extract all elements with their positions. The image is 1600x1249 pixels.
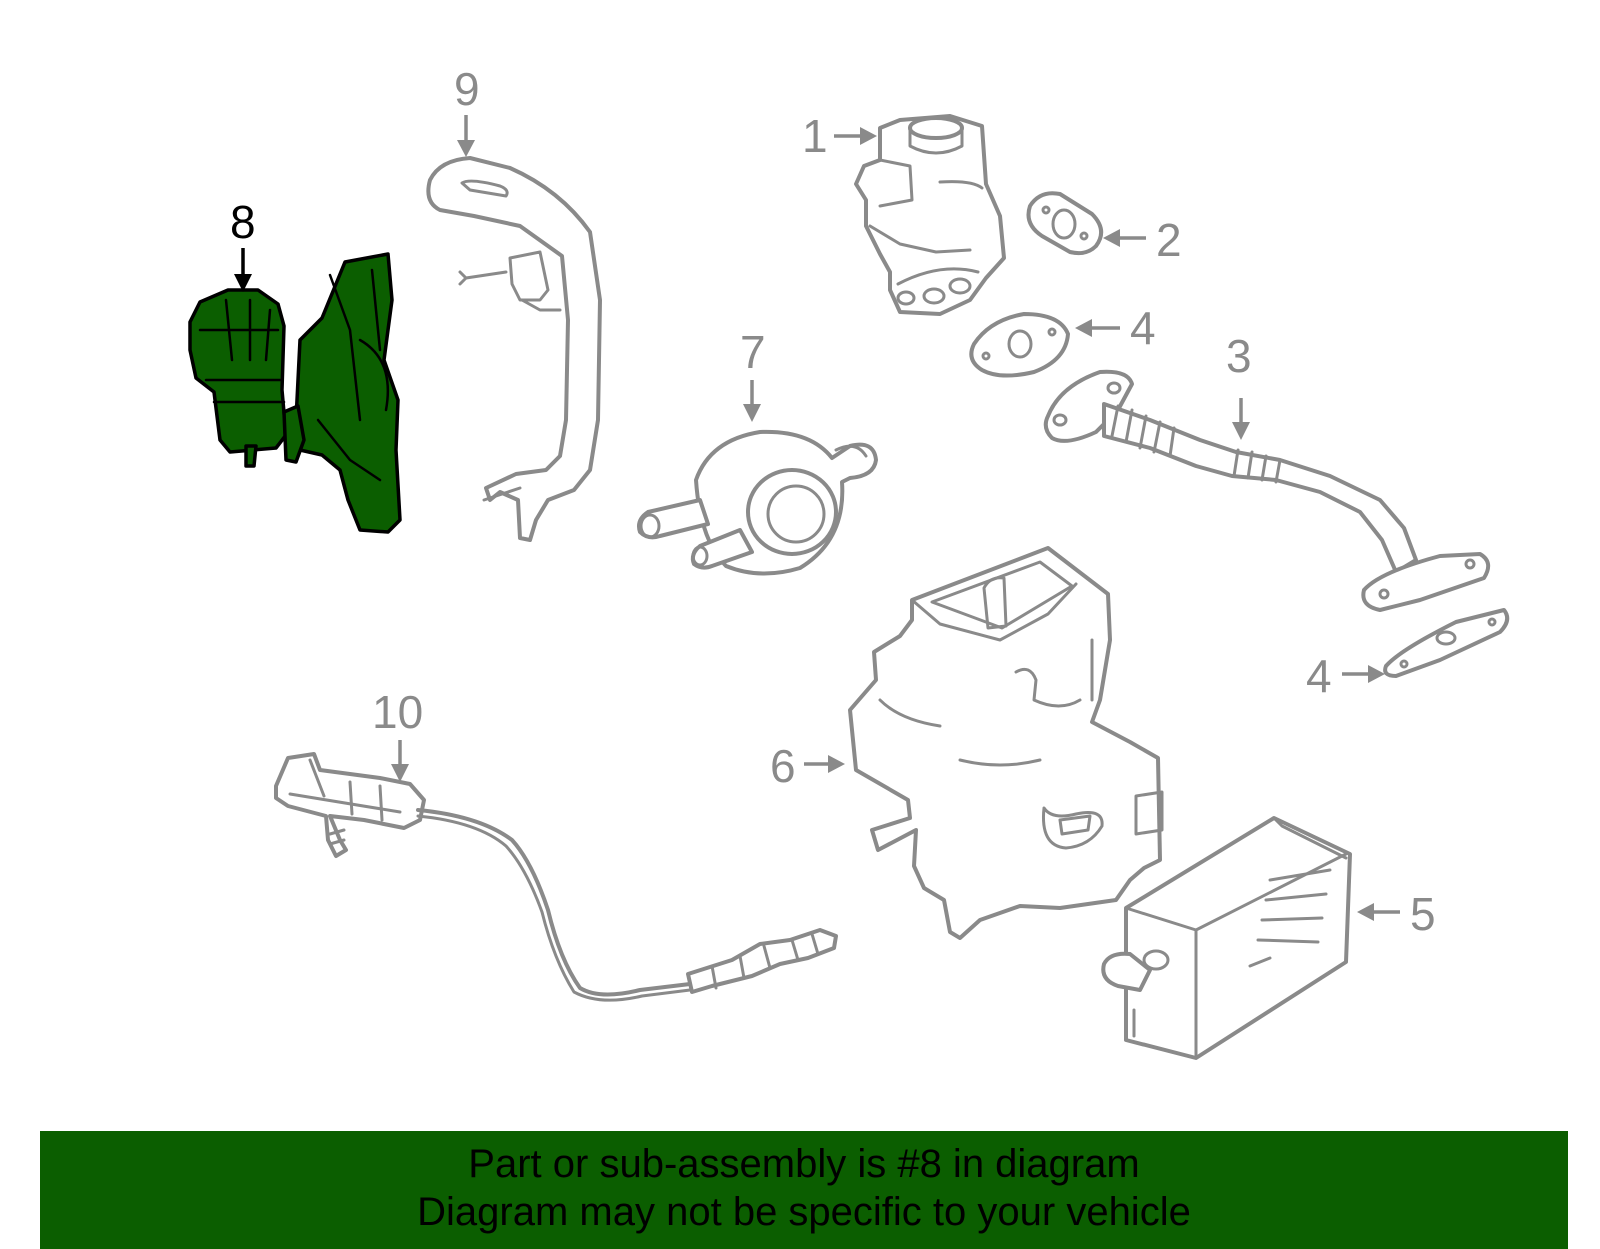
svg-text:5: 5 [1410,888,1436,940]
svg-text:2: 2 [1156,214,1182,266]
part-10-oxygen-sensor[interactable] [274,752,838,1002]
part-3-egr-tube[interactable] [1043,369,1491,612]
svg-text:4: 4 [1130,302,1156,354]
svg-text:9: 9 [454,63,480,115]
callout-10: 10 [372,686,423,782]
callout-2: 2 [1103,214,1182,266]
part-6-housing[interactable] [848,546,1164,940]
svg-text:7: 7 [740,326,766,378]
part-8-highlighted[interactable] [188,252,402,534]
svg-text:8: 8 [230,196,256,248]
part-1-egr-valve[interactable] [854,114,1006,316]
callout-7: 7 [740,326,766,422]
banner-line-part-number: Part or sub-assembly is #8 in diagram [468,1142,1140,1186]
part-9-bracket[interactable] [426,156,602,542]
callout-9: 9 [454,63,480,157]
callout-4-upper: 4 [1075,302,1156,354]
banner-line-disclaimer: Diagram may not be specific to your vehi… [417,1190,1191,1234]
callout-1: 1 [802,110,877,162]
callout-4-lower: 4 [1306,650,1385,702]
part-7-valve[interactable] [637,429,878,576]
callout-6: 6 [770,740,845,792]
callout-5: 5 [1357,888,1436,940]
part-4-gasket-lower[interactable] [1383,608,1510,678]
svg-text:1: 1 [802,110,828,162]
svg-text:6: 6 [770,740,796,792]
part-2-gasket[interactable] [1026,191,1104,256]
info-banner: Part or sub-assembly is #8 in diagram Di… [40,1131,1568,1249]
svg-text:10: 10 [372,686,423,738]
callout-3: 3 [1226,330,1252,440]
callout-8: 8 [230,196,256,292]
part-4-gasket-upper[interactable] [969,312,1070,378]
part-5-canister[interactable] [1101,816,1352,1060]
svg-text:3: 3 [1226,330,1252,382]
svg-text:4: 4 [1306,650,1332,702]
